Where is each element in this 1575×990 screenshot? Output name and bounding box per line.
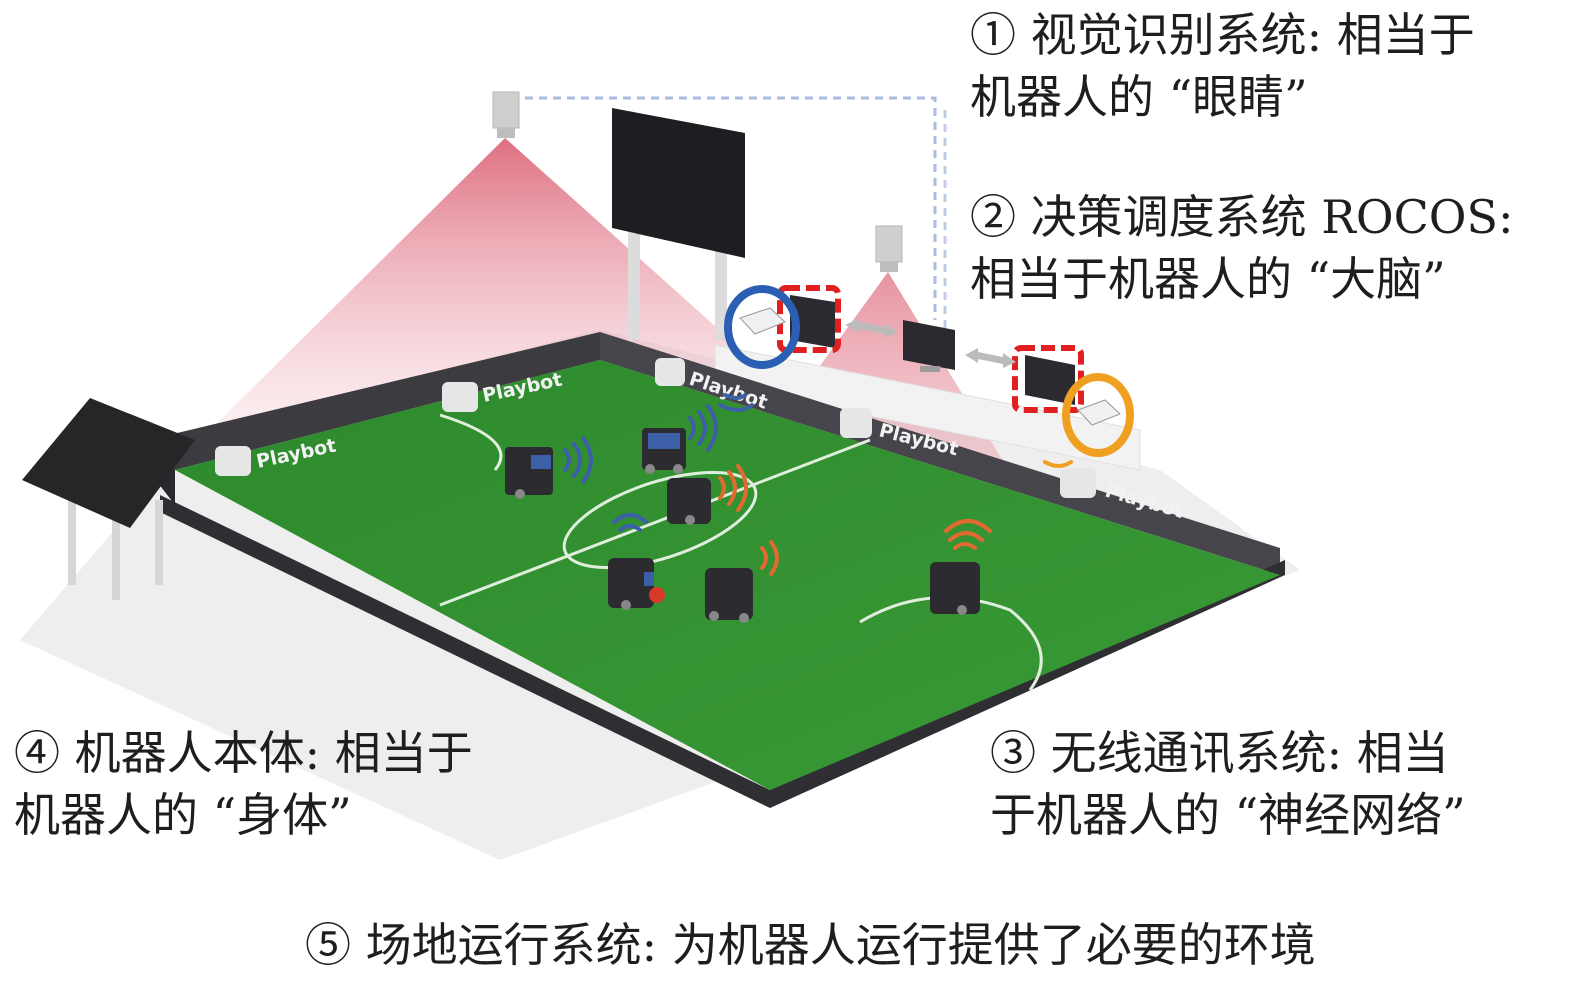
field-system-label: ⑤ 场地运行系统: 为机器人运行提供了必要的环境 (305, 914, 1316, 976)
field-label-line1: ⑤ 场地运行系统: 为机器人运行提供了必要的环境 (305, 918, 1316, 972)
robot-6 (930, 562, 980, 615)
monitor-left (790, 295, 835, 348)
camera-left-icon (492, 91, 520, 138)
monitor-right (1025, 355, 1075, 405)
radio-module-orange (1062, 373, 1134, 457)
vision-system-label: ① 视觉识别系统: 相当于 机器人的 “眼睛” (970, 4, 1475, 128)
body-label-line2: 机器人的 “身体” (14, 788, 352, 842)
wireless-system-label: ③ 无线通讯系统: 相当 于机器人的 “神经网络” (990, 722, 1466, 846)
camera-link-dashed (525, 96, 937, 320)
wifi-signals (563, 393, 1073, 576)
vision-label-line1: ① 视觉识别系统: 相当于 (970, 8, 1475, 62)
link-arrows (845, 318, 1016, 368)
monitor-center (903, 320, 955, 372)
robot-5 (705, 568, 753, 623)
robot-3 (667, 478, 711, 525)
decision-label-line1: ② 决策调度系统 ROCOS: (970, 190, 1514, 244)
decision-system-label: ② 决策调度系统 ROCOS: 相当于机器人的 “大脑” (970, 186, 1514, 310)
decision-label-line2: 相当于机器人的 “大脑” (970, 252, 1446, 306)
camera-right-icon (875, 225, 903, 272)
robot-2 (642, 428, 686, 474)
pitch-lines (439, 413, 1043, 691)
robot-4 (608, 558, 654, 610)
body-label-line1: ④ 机器人本体: 相当于 (14, 726, 473, 780)
radio-module-blue (724, 285, 800, 369)
wireless-label-line2: 于机器人的 “神经网络” (990, 788, 1466, 842)
ball (649, 587, 665, 603)
robot-1 (505, 447, 553, 499)
wireless-label-line1: ③ 无线通讯系统: 相当 (990, 726, 1449, 780)
vision-label-line2: 机器人的 “眼睛” (970, 70, 1308, 124)
scoreboard (612, 108, 745, 340)
side-panel (22, 398, 195, 600)
decision-highlight-box-1 (777, 285, 841, 353)
robot-body-label: ④ 机器人本体: 相当于 机器人的 “身体” (14, 722, 473, 846)
